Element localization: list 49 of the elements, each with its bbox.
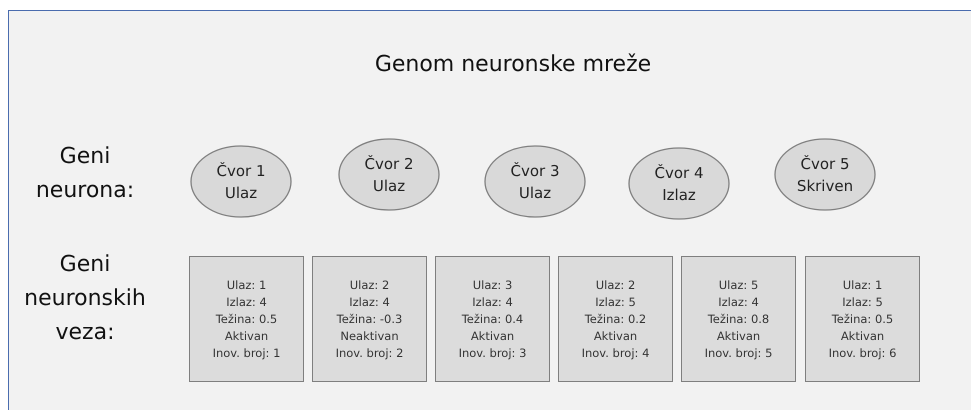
row-label: Geni neurona: [34, 143, 136, 205]
node-type: Ulaz [372, 176, 406, 196]
gene-field: Inov. broj: 3 [458, 344, 526, 362]
gene-field: Inov. broj: 6 [828, 344, 896, 362]
gene-field: Inov. broj: 2 [336, 344, 404, 362]
gene-field: Inov. broj: 4 [582, 344, 650, 362]
gene-field: Težina: 0.5 [216, 310, 278, 328]
node-name: Čvor 5 [800, 154, 850, 174]
connection-gene-box [189, 256, 304, 382]
gene-field: Izlaz: 4 [349, 294, 390, 310]
gene-field: Izlaz: 5 [842, 294, 883, 310]
gene-field: Aktivan [470, 328, 514, 344]
gene-field: Neaktivan [340, 328, 399, 344]
gene-field: Inov. broj: 5 [704, 344, 772, 362]
gene-field: Ulaz: 2 [596, 276, 636, 294]
connection-gene-box [805, 256, 920, 382]
gene-field: Ulaz: 5 [718, 276, 758, 294]
gene-field: Izlaz: 4 [226, 294, 267, 310]
row-label: Geni neuronskih veza: [23, 251, 147, 347]
gene-field: Aktivan [594, 328, 638, 344]
diagram-title: Genom neuronske mreže [374, 52, 652, 77]
gene-field: Težina: 0.8 [708, 310, 770, 328]
node-type: Skriven [796, 176, 854, 196]
gene-field: Ulaz: 1 [842, 276, 882, 294]
gene-field: Izlaz: 5 [595, 294, 636, 310]
gene-field: Težina: 0.5 [832, 310, 894, 328]
gene-field: Inov. broj: 1 [212, 344, 280, 362]
gene-field: Aktivan [716, 328, 760, 344]
gene-field: Ulaz: 3 [472, 276, 512, 294]
node-name: Čvor 2 [364, 154, 414, 174]
gene-field: Težina: 0.4 [462, 310, 524, 328]
gene-field: Ulaz: 1 [226, 276, 266, 294]
gene-field: Težina: 0.2 [584, 310, 646, 328]
connection-gene-box [435, 256, 550, 382]
node-type: Izlaz [662, 184, 696, 206]
connection-gene-box [681, 256, 796, 382]
gene-field: Aktivan [840, 328, 884, 344]
gene-field: Izlaz: 4 [472, 294, 513, 310]
node-name: Čvor 3 [510, 160, 560, 182]
gene-field: Izlaz: 4 [718, 294, 759, 310]
connection-gene-box [312, 256, 427, 382]
gene-field: Aktivan [224, 328, 268, 344]
gene-field: Ulaz: 2 [350, 276, 390, 294]
node-name: Čvor 4 [654, 162, 704, 184]
gene-field: Težina: -0.3 [336, 310, 402, 328]
connection-gene-box [558, 256, 673, 382]
node-type: Ulaz [518, 182, 552, 204]
node-name: Čvor 1 [216, 160, 266, 182]
node-type: Ulaz [224, 182, 258, 204]
